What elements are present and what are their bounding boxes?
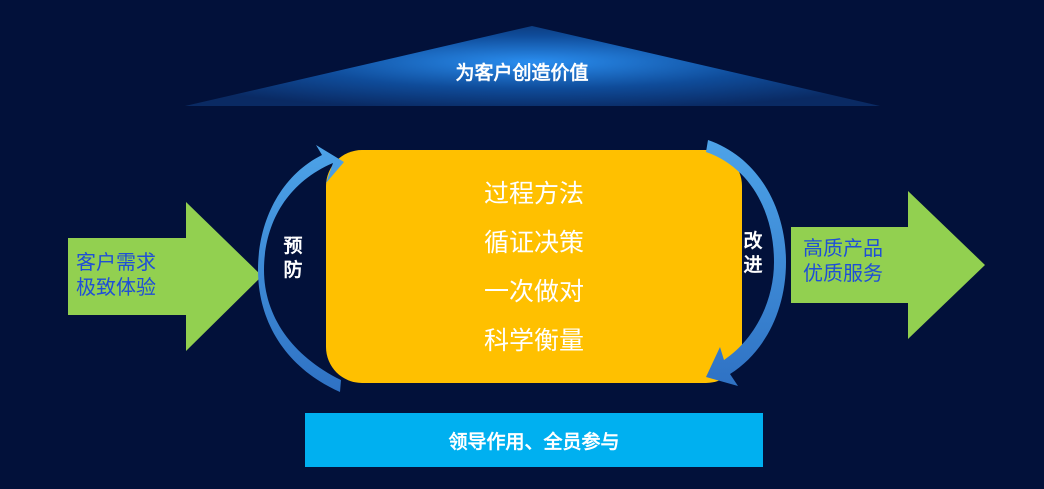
base-label: 领导作用、全员参与: [448, 431, 620, 453]
input-line: 极致体验: [76, 275, 156, 299]
output-arrow: [791, 191, 985, 339]
improve-label: 改进: [743, 230, 763, 276]
core-item: 一次做对: [483, 277, 584, 306]
roof-triangle: [185, 26, 880, 106]
improve-cycle-arrow: [706, 140, 786, 386]
core-box: [326, 150, 742, 383]
input-text: 客户需求 极致体验: [76, 250, 156, 300]
prevent-cycle-arrow: [258, 145, 344, 392]
input-arrow: [68, 202, 262, 351]
core-item: 过程方法: [483, 179, 584, 208]
input-line: 客户需求: [76, 250, 156, 274]
output-line: 优质服务: [803, 261, 883, 285]
roof-title: 为客户创造价值: [455, 62, 589, 84]
output-text: 高质产品 优质服务: [803, 236, 883, 286]
core-list: 过程方法 循证决策 一次做对 科学衡量: [326, 176, 742, 372]
output-line: 高质产品: [803, 236, 883, 260]
core-item: 循证决策: [483, 228, 584, 257]
prevent-label: 预防: [283, 235, 303, 281]
core-item: 科学衡量: [483, 326, 584, 355]
base-bar: [305, 413, 763, 467]
